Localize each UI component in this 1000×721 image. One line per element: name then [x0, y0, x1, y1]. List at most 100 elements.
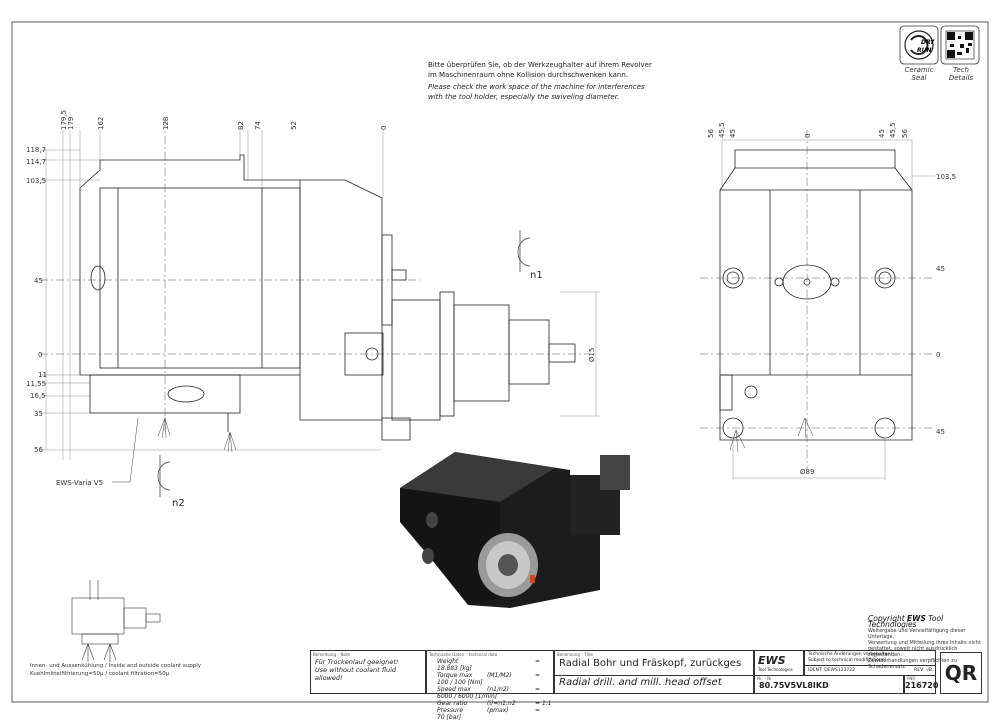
name-header: Benennung – Title — [557, 652, 593, 657]
dim-rs: 45 — [936, 428, 945, 436]
copyright-block: Copyright EWS Tool Technologies Weiterga… — [868, 614, 988, 670]
spec-unit: (pmax) — [487, 707, 509, 714]
ews-varia-label: EWS-Varia V5 — [56, 479, 103, 487]
title-de: Radial Bohr und Fräskopf, zurückges — [559, 658, 742, 669]
tech-details-caption[interactable]: Tech Details — [940, 66, 982, 82]
side-view — [79, 154, 576, 441]
spec-eq: = — [535, 658, 541, 665]
dim-rs: 45 — [936, 265, 945, 273]
tech-line: Tech — [952, 66, 969, 74]
dim-top: 179 — [67, 117, 75, 130]
tb-part-number: Nr. – Nr. 80.75V5VL8IKD — [754, 676, 904, 694]
dim-left: 35 — [34, 410, 43, 418]
ews-logo-sub: Tool Technologies — [758, 667, 793, 672]
dim-left: 0 — [38, 351, 42, 359]
dim-top: 179,5 — [60, 110, 68, 130]
remark-header: Bemerkung – Note — [313, 652, 351, 657]
coolant-note: Innen- und Aussenkühlung / Inside and ou… — [30, 662, 201, 678]
rotation-label-n2: n2 — [172, 498, 185, 509]
ceramic-seal-badge: DRY RUN — [899, 25, 939, 65]
spec-val: 1:1 — [541, 700, 552, 707]
coolant-sprays — [157, 417, 237, 453]
spec-key: Weight — [437, 658, 459, 665]
copyright-prefix: Copyright — [868, 614, 905, 623]
copyright-l1: Weitergabe und Vervielfältigung dieser U… — [868, 628, 966, 640]
spec-row: Speed max(n1/n2)= 6000 / 6000 [1/min] — [427, 686, 553, 700]
copyright-brand: EWS — [907, 614, 926, 623]
front-view — [719, 149, 913, 441]
rotation-label-n1: n1 — [530, 270, 543, 281]
spec-row: Pressure(pmax)= 70 [bar] — [427, 707, 553, 721]
ceramic-line: Ceramic — [904, 66, 934, 74]
dim-left: 45 — [34, 277, 43, 285]
collision-notice: Bitte überprüfen Sie, ob der Werkzeughal… — [428, 60, 728, 102]
spec-val: 70 [bar] — [437, 714, 462, 721]
pnr-number: 216720 — [905, 681, 939, 690]
tb-pnr: PNR 216720 — [904, 676, 939, 694]
spec-val: 100 / 100 [Nm] — [437, 679, 483, 686]
spec-unit: (M1/M2) — [487, 672, 512, 679]
qr-label[interactable]: QR — [940, 652, 982, 694]
copyright-l4: Zuwiderhandlungen verpflichten zu Schade… — [868, 658, 957, 670]
spec-key: Gear ratio — [437, 700, 468, 707]
dims-top: 179,5 179 162 128 82 74 52 0 — [60, 110, 388, 130]
ident-number: IDENT: DEWS123722 — [808, 668, 855, 673]
spec-key: Pressure — [437, 707, 463, 714]
spec-row: Torque max (M1/M2) = 100 / 100 [Nm] — [427, 672, 553, 686]
spec-eq: = — [535, 672, 541, 679]
dim-rt: 56 — [901, 129, 909, 138]
dim-rs: 0 — [936, 351, 940, 359]
spec-val: 18.883 [kg] — [437, 665, 472, 672]
remark-de: Für Trockenlauf geeignet! — [315, 658, 399, 666]
dim-rt: 0 — [804, 134, 812, 138]
dim-top: 128 — [162, 117, 170, 130]
dim-rt: 45,5 — [889, 122, 897, 138]
side-dim-lines — [40, 130, 600, 460]
tb-changes: Technische Änderungen vorbehalten! Subje… — [804, 650, 936, 676]
front-dim-lines — [721, 139, 935, 480]
part-number: 80.75V5VL8IKD — [759, 681, 829, 690]
tb-title: Benennung – Title Radial Bohr und Fräsko… — [554, 650, 754, 676]
dim-left: 16,5 — [30, 392, 46, 400]
front-sprays — [729, 417, 814, 453]
ews-leader — [112, 417, 139, 483]
dim-rs: 103,5 — [936, 173, 956, 181]
dim-left: 56 — [34, 446, 43, 454]
dim-left: 114,7 — [26, 158, 46, 166]
sheet-frame — [11, 21, 989, 703]
spec-eq: = — [535, 700, 541, 707]
dim-rt: 45,5 — [718, 122, 726, 138]
dim-top: 52 — [290, 121, 298, 130]
dry-label: DRY — [921, 39, 935, 46]
dim-top: 162 — [97, 117, 105, 130]
front-centerlines — [700, 130, 935, 470]
remark-en: Use without coolant fluid allowed! — [315, 666, 397, 682]
changes-de: Technische Änderungen vorbehalten! — [808, 652, 893, 657]
revision: REV: -/B — [914, 668, 932, 673]
product-3d-render — [400, 452, 630, 608]
copyright-l2: Verwertung und Mitteilung ihres Inhalts … — [868, 640, 981, 646]
tech-header: Technische Daten – technical data — [429, 652, 498, 657]
dim-left: 103,5 — [26, 177, 46, 185]
rotation-symbols — [157, 230, 531, 497]
tb-remark: Bemerkung – Note Für Trockenlauf geeigne… — [310, 650, 426, 694]
dim-top: 82 — [237, 121, 245, 130]
details-line: Details — [948, 74, 974, 82]
coolant-line-1: Innen- und Aussenkühlung / Inside and ou… — [30, 663, 201, 669]
seal-line: Seal — [911, 74, 927, 82]
dims-left: 118,7 114,7 103,5 45 0 11 11,55 16,5 35 … — [26, 146, 47, 454]
side-centerlines — [40, 120, 590, 430]
spec-val: 6000 / 6000 [1/min] — [437, 693, 498, 700]
notice-de-1: Bitte überprüfen Sie, ob der Werkzeughal… — [428, 61, 652, 69]
ceramic-seal-caption: Ceramic Seal — [898, 66, 940, 82]
dim-top: 0 — [380, 126, 388, 130]
dims-right-side: 103,5 45 0 45 — [936, 173, 956, 436]
dim-left: 118,7 — [26, 146, 46, 154]
spec-row: Gear ratio(i)=n1:n2= 1:1 — [427, 700, 553, 707]
tb-title-en: Radial drill. and mill. head offset — [554, 676, 754, 694]
spec-eq: = — [535, 686, 541, 693]
tb-technical-data: Technische Daten – technical data Weight… — [426, 650, 554, 721]
spec-key: Torque max — [437, 672, 473, 679]
spec-row: Weight = 18.883 [kg] — [427, 658, 553, 672]
